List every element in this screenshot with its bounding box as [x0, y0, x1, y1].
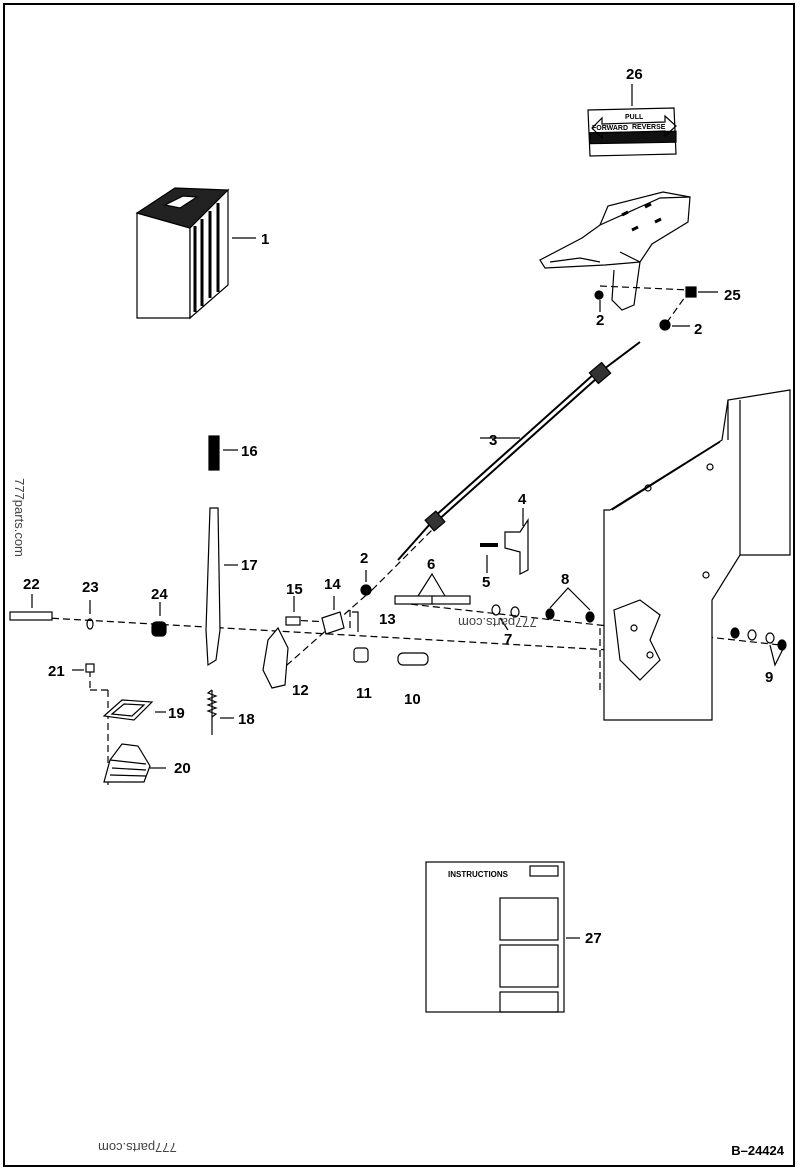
part-21-nut [85, 663, 95, 673]
callout-2: 2 [360, 550, 369, 567]
callout-6: 6 [427, 556, 436, 573]
callout-15: 15 [286, 581, 303, 598]
callout-13: 13 [379, 611, 396, 628]
upper-bracket [539, 191, 691, 311]
callout-23: 23 [82, 579, 99, 596]
part-2-nut [360, 584, 372, 596]
callout-16: 16 [241, 443, 258, 460]
callout-5: 5 [482, 574, 491, 591]
part-3-cable [397, 341, 641, 561]
part-11-spacer [353, 647, 369, 663]
part-22-bolt [9, 611, 53, 621]
part-4-bracket [504, 518, 529, 575]
callout-9: 9 [765, 669, 774, 686]
part-2-nut-right [659, 319, 671, 331]
part-15-bolt [285, 616, 301, 626]
callout-11: 11 [356, 685, 372, 702]
assembly-lines [29, 285, 781, 785]
watermark-text: 777parts.com [458, 615, 537, 630]
callout-8: 8 [561, 571, 570, 588]
part-19-gasket [102, 699, 154, 721]
callout-3: 3 [489, 432, 498, 449]
callout-19: 19 [168, 705, 185, 722]
part-10-pin [397, 652, 429, 666]
part-24-bushing [151, 621, 167, 637]
callout-25: 25 [724, 287, 741, 304]
callout-26: 26 [626, 66, 643, 83]
part-25-bolt [685, 286, 697, 298]
part-26-decal [587, 84, 677, 157]
callout-7: 7 [504, 631, 513, 648]
callout-10: 10 [404, 691, 421, 708]
side-panel [603, 389, 791, 721]
callout-2: 2 [694, 321, 703, 338]
callout-2: 2 [596, 312, 605, 329]
callout-27: 27 [585, 930, 602, 947]
callout-12: 12 [292, 682, 309, 699]
part-17-lever [205, 507, 221, 667]
decal-26-right-text: REVERSE [632, 124, 666, 131]
part-14-clip [321, 611, 345, 635]
decal-27-title: INSTRUCTIONS [448, 870, 508, 879]
callout-14: 14 [324, 576, 341, 593]
callout-22: 22 [23, 576, 40, 593]
watermark-text: 777parts.com [98, 1140, 177, 1155]
part-12-plate [262, 626, 289, 689]
callout-18: 18 [238, 711, 255, 728]
part-16-spring [208, 435, 238, 471]
drawing-frame [3, 3, 795, 1167]
drawing-number: B–24424 [731, 1143, 784, 1158]
callout-4: 4 [518, 491, 527, 508]
callout-20: 20 [174, 760, 191, 777]
part-27-instructions [425, 861, 580, 1013]
decal-26-top-text: PULL [625, 114, 644, 121]
callout-1: 1 [261, 231, 270, 248]
decal-26-left-text: FORWARD [592, 125, 629, 132]
part-18-spring [206, 689, 218, 735]
watermark-text: 777parts.com [11, 478, 27, 557]
part-6-bolts [394, 572, 471, 605]
callout-24: 24 [151, 586, 168, 603]
callout-21: 21 [48, 663, 65, 680]
part-13-pin [352, 611, 359, 632]
callout-17: 17 [241, 557, 258, 574]
nuts-washers [491, 587, 787, 667]
part-2-upper-nut [594, 290, 604, 300]
part-1-cover [135, 187, 256, 320]
part-23-washer [86, 618, 94, 630]
